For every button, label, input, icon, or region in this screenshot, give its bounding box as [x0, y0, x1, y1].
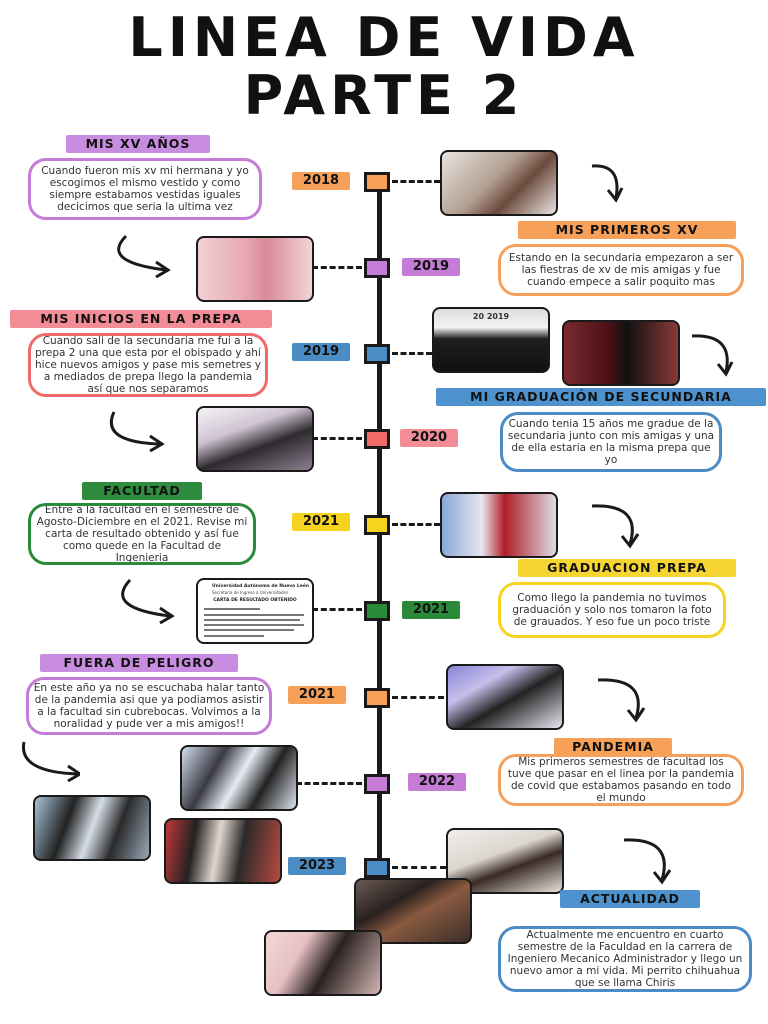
event-text-actualidad: Actualmente me encuentro en cuarto semes… [498, 926, 752, 992]
curved-arrow-icon [623, 838, 672, 885]
event-label-primeros-xv: MIS PRIMEROS XV [518, 221, 736, 239]
event-label-actualidad: ACTUALIDAD [560, 890, 700, 908]
letter-line [204, 619, 300, 621]
photo-graduation-group: 20 2019 [432, 307, 550, 373]
photo-group-restaurant [164, 818, 282, 884]
letter-line [204, 614, 304, 616]
letter-line [204, 624, 304, 626]
curved-arrow-icon [691, 334, 734, 377]
curved-arrow-icon [597, 678, 646, 723]
timeline-node-2023 [364, 858, 390, 878]
timeline-node-2019 [364, 258, 390, 278]
letter-heading: Universidad Autónoma de Nuevo León [212, 584, 310, 589]
connector-dash [392, 180, 440, 183]
event-text-primeros-xv: Estando en la secundaria empezaron a ser… [498, 244, 744, 296]
year-badge-2018: 2018 [292, 172, 350, 190]
connector-dash [296, 782, 362, 785]
event-text-inicios-prepa: Cuando sali de la secundaria me fui a la… [28, 333, 268, 397]
photo-xv-sisters [196, 236, 314, 302]
connector-dash [312, 437, 362, 440]
letter-line [204, 608, 260, 610]
timeline-node-2021 [364, 515, 390, 535]
year-badge-2023: 2023 [288, 857, 346, 875]
timeline-node-2022 [364, 774, 390, 794]
connector-dash [392, 866, 446, 869]
connector-dash [392, 352, 432, 355]
timeline-node-2021-b [364, 601, 390, 621]
photo-group-selfie [180, 745, 298, 811]
page-title-line1: LINEA DE VIDA [128, 6, 640, 69]
event-label-mis-xv: MIS XV AÑOS [66, 135, 210, 153]
timeline-node-2018 [364, 172, 390, 192]
timeline-node-2019-b [364, 344, 390, 364]
event-text-fuera-peligro: En este año ya no se escuchaba halar tan… [26, 677, 272, 735]
photo-friends-outing [33, 795, 151, 861]
year-badge-2021-b: 2021 [402, 601, 460, 619]
letter-subheading: Secretaría de Ingreso a Universidades [212, 590, 289, 595]
year-badge-2019-b: 2019 [292, 343, 350, 361]
event-text-graduacion-prepa: Como llego la pandemia no tuvimos gradua… [498, 582, 726, 638]
event-label-graduacion-prepa: GRADUACION PREPA [518, 559, 736, 577]
photo-graduation-gown [440, 492, 558, 558]
photo-friends-selfie [440, 150, 558, 216]
photo-dog-blanket [264, 930, 382, 996]
curved-arrow-icon [109, 411, 165, 452]
photo-friends-masks [446, 664, 564, 730]
connector-dash [392, 696, 444, 699]
event-label-facultad: FACULTAD [82, 482, 202, 500]
event-text-facultad: Entre a la facultad en el semestre de Ag… [28, 503, 256, 565]
event-label-pandemia: PANDEMIA [554, 738, 672, 756]
event-text-mis-xv: Cuando fueron mis xv mi hermana y yo esc… [28, 158, 262, 220]
photo-graduation-portrait [562, 320, 680, 386]
year-badge-2021-c: 2021 [288, 686, 346, 704]
event-label-fuera-peligro: FUERA DE PELIGRO [40, 654, 238, 672]
event-text-graduacion-secundaria: Cuando tenia 15 años me gradue de la sec… [500, 412, 722, 472]
timeline-node-2021-c [364, 688, 390, 708]
event-label-graduacion-secundaria: MI GRADUACIÓN DE SECUNDARIA [436, 388, 766, 406]
year-badge-2022: 2022 [408, 773, 466, 791]
year-badge-2020: 2020 [400, 429, 458, 447]
year-badge-2019: 2019 [402, 258, 460, 276]
timeline-node-2020 [364, 429, 390, 449]
connector-dash [312, 608, 362, 611]
photo-banner-text: 20 2019 [472, 312, 510, 321]
curved-arrow-icon [591, 164, 624, 203]
curved-arrow-icon [591, 504, 640, 549]
connector-dash [392, 523, 440, 526]
curved-arrow-icon [117, 234, 171, 278]
event-text-pandemia: Mis primeros semestres de facultad los t… [498, 754, 744, 806]
photo-selfie-mask [196, 406, 314, 472]
curved-arrow-icon [121, 578, 175, 624]
letter-title: CARTA DE RESULTADO OBTENIDO [213, 598, 297, 603]
page-title-line2: PARTE 2 [243, 64, 525, 127]
photo-result-letter: Universidad Autónoma de Nuevo León Secre… [196, 578, 314, 644]
year-badge-2021: 2021 [292, 513, 350, 531]
event-label-inicios-prepa: MIS INICIOS EN LA PREPA [10, 310, 272, 328]
curved-arrow-icon [21, 741, 80, 783]
letter-line [204, 629, 294, 631]
connector-dash [312, 266, 362, 269]
letter-line [204, 635, 264, 637]
